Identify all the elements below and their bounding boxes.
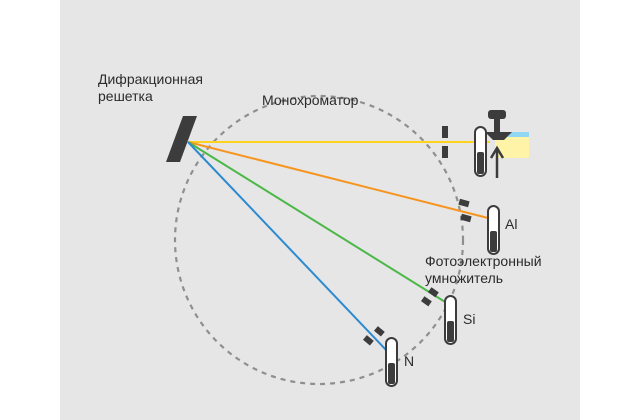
beam-n-blue	[187, 141, 389, 353]
exit-slit-si	[421, 287, 439, 307]
diffraction-grating	[166, 116, 197, 162]
pmt-tube-al	[487, 205, 500, 255]
element-label-si: Si	[463, 311, 475, 327]
element-label-al: Al	[505, 216, 517, 232]
pmt-tube-source	[474, 126, 487, 177]
pmt-label-line1: Фотоэлектронный	[425, 253, 542, 269]
pmt-tube-si	[444, 295, 457, 345]
rowland-circle	[173, 94, 465, 386]
exit-slit-al	[458, 198, 472, 223]
element-label-n: N	[404, 353, 414, 369]
monochromator-label: Монохроматор	[262, 92, 359, 108]
grating-label-line1: Дифракционная	[98, 71, 203, 87]
entrance-slit	[442, 126, 448, 158]
monochromator-diagram: Дифракционная решетка Монохроматор Фотоэ…	[60, 0, 580, 420]
pmt-label-line2: умножитель	[425, 270, 503, 286]
light-source-burner	[485, 110, 529, 178]
beam-si-green	[187, 141, 451, 306]
diagram-canvas: Дифракционная решетка Монохроматор Фотоэ…	[60, 0, 580, 420]
pmt-tube-n	[385, 337, 398, 387]
exit-slit-n	[363, 326, 385, 346]
diagram-background	[60, 0, 580, 420]
beam-al-orange	[187, 141, 493, 220]
grating-label-line2: решетка	[98, 88, 153, 104]
